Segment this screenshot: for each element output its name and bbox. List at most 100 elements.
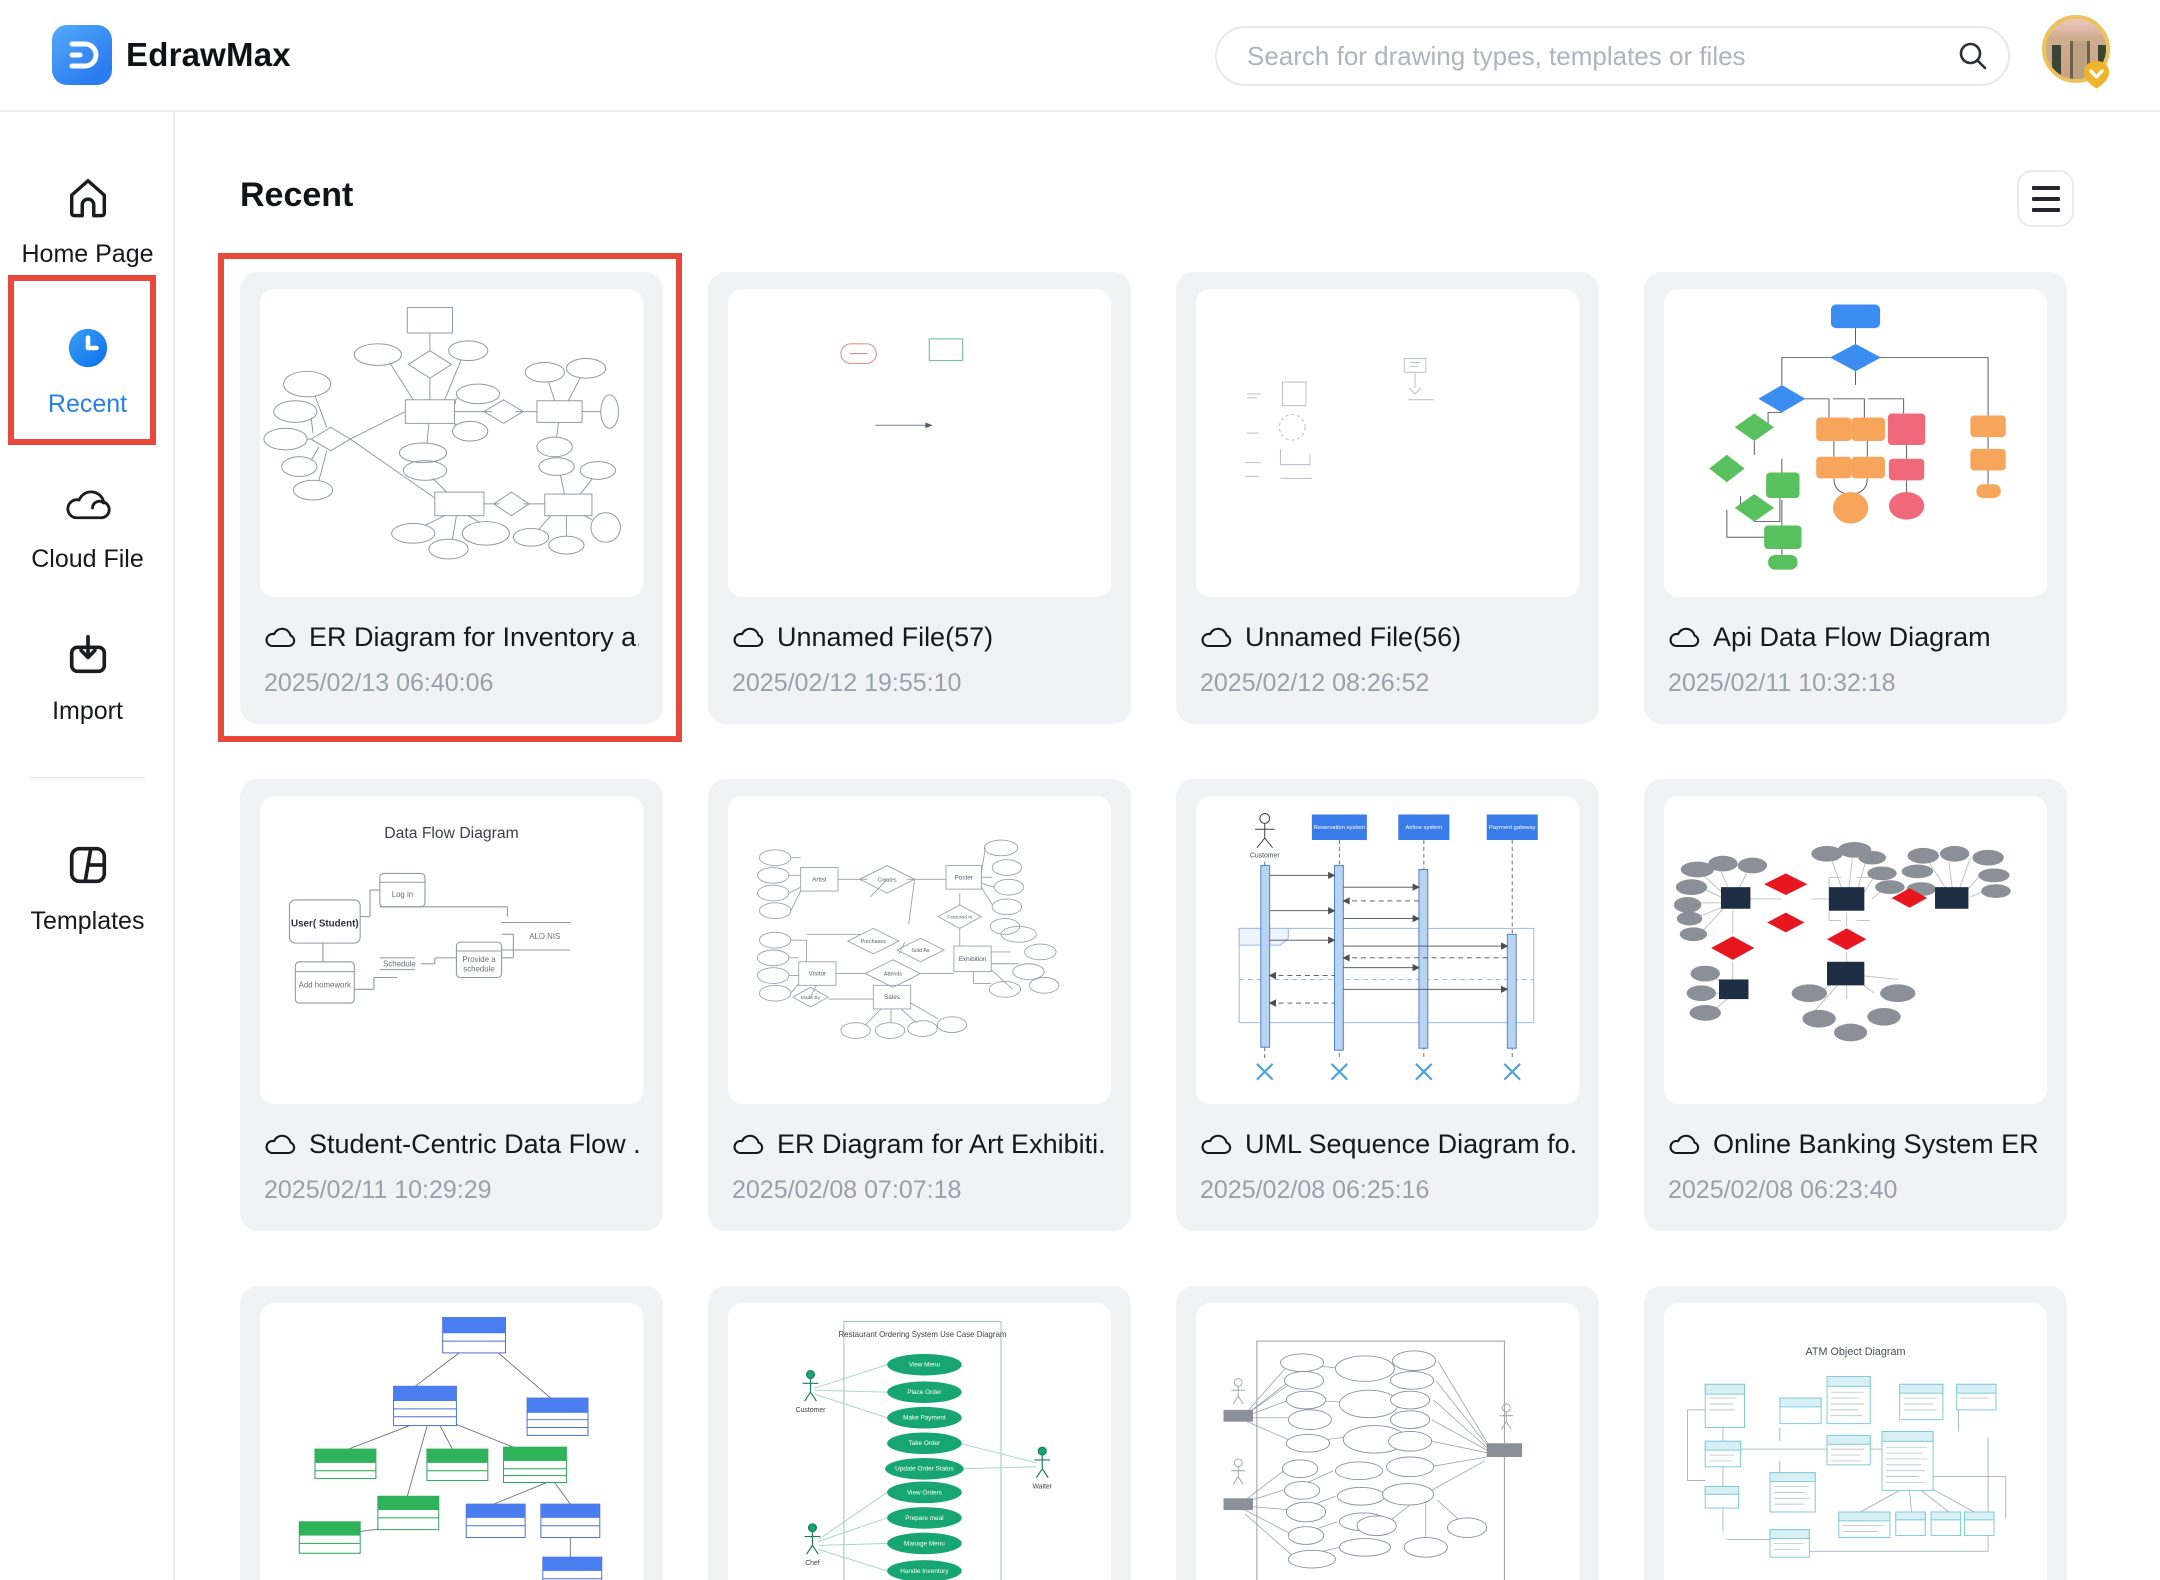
svg-text:Log in: Log in bbox=[392, 890, 413, 899]
sidebar-item-templates[interactable]: Templates bbox=[0, 842, 175, 936]
sidebar-item-home-page[interactable]: Home Page bbox=[0, 175, 175, 269]
file-thumbnail bbox=[728, 289, 1111, 597]
list-view-toggle-button[interactable] bbox=[2017, 170, 2074, 227]
file-thumbnail bbox=[260, 289, 643, 597]
file-date: 2025/02/13 06:40:06 bbox=[264, 669, 494, 697]
svg-text:Prepare meal: Prepare meal bbox=[905, 1515, 943, 1522]
app-header: EdrawMax bbox=[0, 0, 2160, 112]
sidebar-item-label: Import bbox=[52, 697, 123, 725]
file-card[interactable]: ATM Object Diagram bbox=[1644, 1286, 2067, 1580]
file-title: Student-Centric Data Flow ... bbox=[309, 1129, 639, 1159]
cloud-file-icon bbox=[265, 627, 296, 648]
svg-text:View Orders: View Orders bbox=[907, 1489, 942, 1496]
banking-er-thumbnail bbox=[1673, 841, 2011, 1042]
svg-text:Schedule: Schedule bbox=[383, 960, 416, 969]
file-date: 2025/02/12 08:26:52 bbox=[1200, 669, 1430, 697]
file-thumbnail bbox=[1664, 289, 2047, 597]
file-card[interactable]: Data Flow Diagram bbox=[240, 779, 663, 1231]
svg-text:Made By: Made By bbox=[801, 995, 821, 1001]
app-title: EdrawMax bbox=[126, 36, 291, 73]
sidebar-item-cloud-file[interactable]: Cloud File bbox=[0, 484, 175, 574]
sidebar-divider bbox=[30, 777, 145, 778]
file-thumbnail: Data Flow Diagram bbox=[260, 796, 643, 1104]
search-icon[interactable] bbox=[1938, 28, 2008, 84]
file-card[interactable] bbox=[1176, 1286, 1599, 1580]
hospital-use-case-thumbnail bbox=[1223, 1340, 1523, 1580]
edrawmax-logo-icon[interactable] bbox=[52, 25, 112, 85]
file-card[interactable] bbox=[240, 1286, 663, 1580]
sparse-flow-thumbnail bbox=[840, 338, 964, 429]
svg-text:Purchases: Purchases bbox=[861, 939, 887, 945]
svg-text:Update Order Status: Update Order Status bbox=[895, 1466, 953, 1473]
file-date: 2025/02/08 06:25:16 bbox=[1200, 1176, 1430, 1204]
file-card[interactable]: Restaurant Ordering System Use Case Diag… bbox=[708, 1286, 1131, 1580]
file-card[interactable]: Api Data Flow Diagram 2025/02/11 10:32:1… bbox=[1644, 272, 2067, 724]
cloud-file-icon bbox=[1201, 1134, 1232, 1155]
sidebar-nav: Home Page Recent Cloud File Impor bbox=[0, 112, 175, 1580]
svg-text:Airline system: Airline system bbox=[1406, 825, 1443, 831]
sidebar-item-recent[interactable]: Recent bbox=[0, 325, 175, 419]
svg-text:View Menu: View Menu bbox=[909, 1362, 941, 1369]
svg-text:Waiter: Waiter bbox=[1032, 1483, 1052, 1490]
search-input[interactable] bbox=[1217, 40, 1938, 72]
file-date: 2025/02/08 07:07:18 bbox=[732, 1176, 962, 1204]
sidebar-item-label: Home Page bbox=[21, 240, 154, 268]
svg-text:Manage Menu: Manage Menu bbox=[904, 1540, 945, 1547]
svg-text:Chef: Chef bbox=[805, 1560, 820, 1567]
svg-text:Add homework: Add homework bbox=[299, 980, 351, 989]
file-card[interactable]: ER Diagram for Inventory a... 2025/02/13… bbox=[240, 272, 663, 724]
svg-text:Customer: Customer bbox=[796, 1407, 826, 1414]
file-title: Unnamed File(56) bbox=[1245, 622, 1462, 652]
file-thumbnail bbox=[260, 1303, 643, 1580]
svg-text:Visitor: Visitor bbox=[809, 971, 827, 978]
cloud-icon bbox=[65, 490, 111, 520]
svg-text:ATM Object Diagram: ATM Object Diagram bbox=[1806, 1346, 1906, 1358]
svg-text:Featured In: Featured In bbox=[947, 915, 972, 921]
svg-text:Data Flow Diagram: Data Flow Diagram bbox=[384, 825, 518, 842]
svg-text:Payment gateway: Payment gateway bbox=[1489, 825, 1536, 831]
file-card[interactable]: Online Banking System ER ... 2025/02/08 … bbox=[1644, 779, 2067, 1231]
file-card[interactable]: Artist Visitor Poster Exhibition Sales C… bbox=[708, 779, 1131, 1231]
er-diagram-gray-thumbnail bbox=[263, 306, 621, 560]
cloud-file-icon bbox=[733, 627, 764, 648]
file-date: 2025/02/11 10:29:29 bbox=[264, 1176, 492, 1204]
file-title: UML Sequence Diagram fo... bbox=[1245, 1129, 1575, 1159]
cloud-file-icon bbox=[1201, 627, 1232, 648]
file-thumbnail: Restaurant Ordering System Use Case Diag… bbox=[728, 1303, 1111, 1580]
faint-flow-thumbnail bbox=[1245, 358, 1434, 479]
svg-text:Place Order: Place Order bbox=[907, 1389, 942, 1396]
cloud-file-icon bbox=[733, 1134, 764, 1155]
api-flowchart-thumbnail bbox=[1709, 304, 2006, 570]
file-thumbnail bbox=[1664, 796, 2047, 1104]
file-card[interactable]: Customer Reservation system Airline syst… bbox=[1176, 779, 1599, 1231]
svg-text:Artist: Artist bbox=[812, 876, 827, 883]
file-thumbnail: Artist Visitor Poster Exhibition Sales C… bbox=[728, 796, 1111, 1104]
recent-files-grid: ER Diagram for Inventory a... 2025/02/13… bbox=[240, 272, 2070, 1580]
uml-sequence-thumbnail: Customer Reservation system Airline syst… bbox=[1238, 813, 1538, 1081]
cloud-file-icon bbox=[1669, 1134, 1700, 1155]
vip-badge-icon bbox=[2084, 61, 2109, 89]
svg-text:Provide a: Provide a bbox=[462, 955, 496, 964]
file-card[interactable]: Unnamed File(57) 2025/02/12 19:55:10 bbox=[708, 272, 1131, 724]
sidebar-item-import[interactable]: Import bbox=[0, 632, 175, 726]
file-title: ER Diagram for Inventory a... bbox=[309, 622, 639, 652]
file-date: 2025/02/12 19:55:10 bbox=[732, 669, 962, 697]
sidebar-item-label: Cloud File bbox=[31, 545, 144, 573]
templates-icon bbox=[69, 846, 106, 884]
object-diagram-thumbnail bbox=[298, 1317, 603, 1580]
svg-text:Restaurant Ordering System Use: Restaurant Ordering System Use Case Diag… bbox=[839, 1330, 1007, 1339]
svg-text:User( Student): User( Student) bbox=[291, 918, 359, 929]
svg-text:Sales: Sales bbox=[884, 994, 900, 1001]
clock-icon bbox=[68, 328, 107, 368]
svg-text:Take Order: Take Order bbox=[909, 1440, 941, 1447]
file-card[interactable]: Unnamed File(56) 2025/02/12 08:26:52 bbox=[1176, 272, 1599, 724]
file-title: Unnamed File(57) bbox=[777, 622, 994, 652]
svg-text:Creates: Creates bbox=[878, 877, 897, 883]
file-thumbnail bbox=[1196, 289, 1579, 597]
cloud-file-icon bbox=[265, 1134, 296, 1155]
svg-text:Handle Inventory: Handle Inventory bbox=[900, 1568, 949, 1575]
atm-object-diagram-thumbnail: ATM Object Diagram bbox=[1687, 1346, 2007, 1558]
file-title: ER Diagram for Art Exhibiti... bbox=[777, 1129, 1107, 1159]
svg-text:Customer: Customer bbox=[1250, 853, 1280, 860]
